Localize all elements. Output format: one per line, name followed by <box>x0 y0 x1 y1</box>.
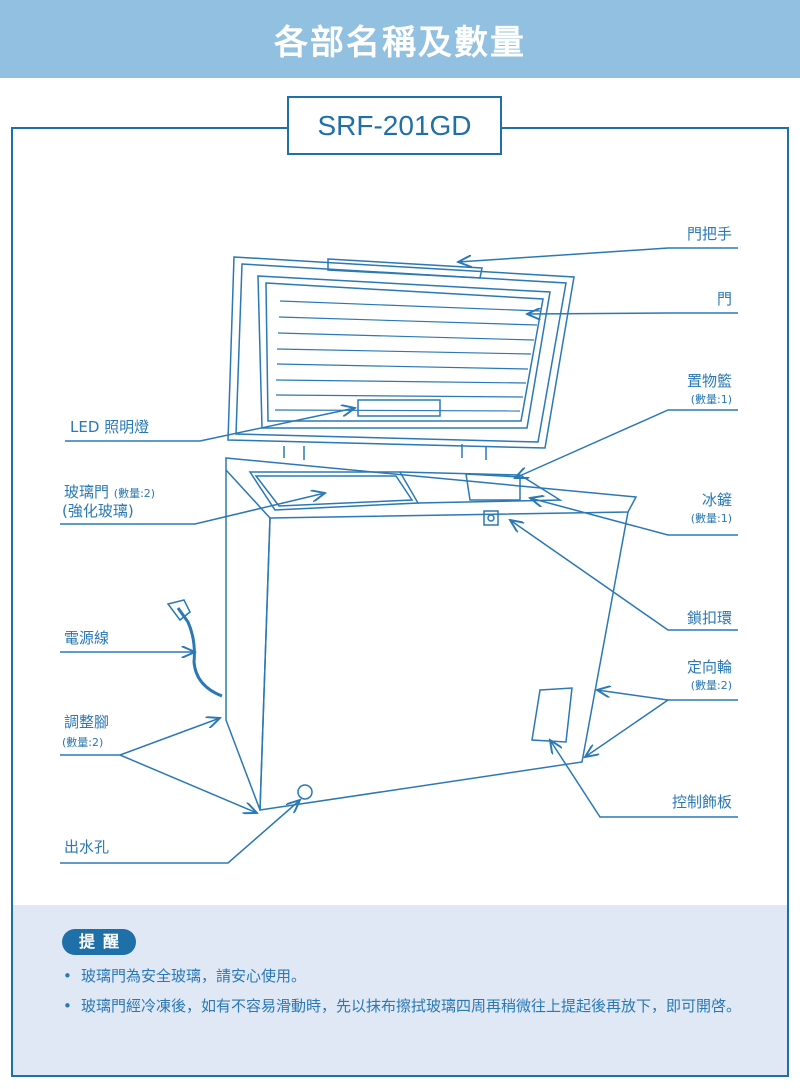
glass-door-qty: (數量:2) <box>113 487 156 500</box>
label-door: 門 <box>716 290 732 308</box>
glass-door-name: 玻璃門 <box>64 483 110 501</box>
label-basket-qty: (數量:1) <box>690 393 732 406</box>
label-ice-scraper-qty: (數量:1) <box>690 512 732 525</box>
note-item: 玻璃門經冷凍後，如有不容易滑動時，先以抹布擦拭玻璃四周再稍微往上提起後再放下，即… <box>63 995 753 1017</box>
page-title: 各部名稱及數量 <box>274 22 526 63</box>
label-power-cord: 電源線 <box>64 629 110 647</box>
model-number: SRF-201GD <box>287 96 502 155</box>
notes-title-badge: 提醒 <box>62 929 136 955</box>
label-control-panel: 控制飾板 <box>671 793 732 811</box>
label-drain: 出水孔 <box>64 838 110 856</box>
notes-panel: 提醒 玻璃門為安全玻璃，請安心使用。 玻璃門經冷凍後，如有不容易滑動時，先以抹布… <box>13 905 787 1075</box>
label-ice-scraper: 冰鏟 <box>701 491 732 509</box>
label-feet-qty: (數量:2) <box>62 736 104 749</box>
label-glass-door: 玻璃門 (數量:2) <box>64 483 155 503</box>
note-item: 玻璃門為安全玻璃，請安心使用。 <box>63 965 753 987</box>
label-caster-qty: (數量:2) <box>690 679 732 692</box>
label-basket: 置物籃 <box>686 372 732 390</box>
label-led: LED 照明燈 <box>70 418 150 436</box>
label-caster: 定向輪 <box>686 658 732 676</box>
freezer-lid <box>227 256 575 449</box>
label-glass-door-note: (強化玻璃) <box>62 502 134 520</box>
label-feet: 調整腳 <box>64 713 110 731</box>
leader-lines <box>60 247 738 864</box>
label-handle: 門把手 <box>686 225 732 243</box>
freezer-body <box>166 444 638 811</box>
label-lock-ring: 鎖扣環 <box>686 609 732 627</box>
header-banner: 各部名稱及數量 <box>0 0 800 78</box>
